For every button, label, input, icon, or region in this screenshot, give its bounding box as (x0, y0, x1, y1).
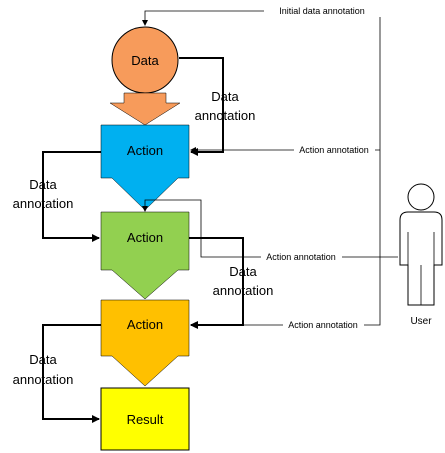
data-annotation-connector-1 (179, 57, 224, 156)
action-annotation-label-2-bg (261, 251, 342, 263)
data-flow-arrow (109, 92, 181, 126)
data-annotation-label-3b: annotation (213, 283, 274, 298)
action-node-3-label: Action (127, 317, 163, 332)
data-annotation-label-2b: annotation (13, 196, 74, 211)
user-icon (399, 183, 443, 306)
data-annotation-connector-3 (189, 237, 244, 329)
action-annotation-label-3-bg (283, 319, 364, 331)
action-annotation-connector-3 (190, 228, 381, 328)
data-annotation-connector-4 (42, 324, 101, 423)
action-node-2-label: Action (127, 230, 163, 245)
data-annotation-label-1a: Data (211, 89, 239, 104)
data-annotation-connector-2 (42, 151, 101, 242)
result-node-label: Result (127, 412, 164, 427)
action-annotation-label-2: Action annotation (266, 252, 336, 262)
data-annotation-label-4b: annotation (13, 372, 74, 387)
data-annotation-label-1b: annotation (195, 108, 256, 123)
action-node-2 (100, 211, 190, 300)
data-annotation-label-4a: Data (29, 352, 57, 367)
action-node-1 (100, 124, 190, 211)
data-node-label: Data (131, 53, 159, 68)
data-annotation-label-2a: Data (29, 177, 57, 192)
user-label: User (410, 316, 432, 327)
data-annotation-label-3a: Data (229, 264, 257, 279)
action-node-1-label: Action (127, 143, 163, 158)
action-annotation-label-1: Action annotation (299, 145, 369, 155)
action-annotation-label-3: Action annotation (288, 320, 358, 330)
result-node (100, 387, 190, 451)
action-node-3 (100, 299, 190, 387)
initial-annotation-label-bg (264, 5, 381, 17)
initial-annotation-connector (142, 10, 381, 228)
action-annotation-label-1-bg (294, 144, 375, 156)
initial-annotation-label: Initial data annotation (279, 6, 365, 16)
